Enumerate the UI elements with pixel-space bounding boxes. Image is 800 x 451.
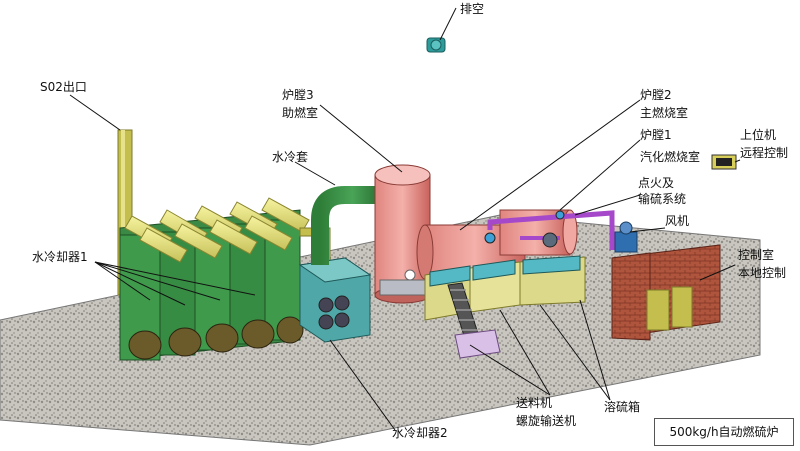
label-ignition: 点火及 [638, 176, 675, 190]
ignition-sulfur-system [484, 210, 615, 250]
label-afterburner: 助燃室 [282, 106, 319, 120]
sulfur-melting-tanks [424, 255, 586, 321]
diagram-caption: 500kg/h自动燃硫炉 [654, 418, 794, 446]
label-host-pc: 上位机 [740, 128, 777, 142]
label-water-jacket: 水冷套 [272, 150, 309, 164]
label-furnace-3: 炉膛3 [282, 88, 314, 102]
label-so2-outlet: S02出口 [40, 80, 87, 94]
water-jacket-pipe [311, 186, 385, 265]
vent-valve [426, 37, 446, 53]
water-cooler-2 [298, 257, 372, 343]
label-main-chamber: 主燃烧室 [640, 106, 689, 120]
leader-lines [69, 7, 741, 431]
label-melting-tank: 溶硫箱 [604, 400, 641, 414]
label-vent: 排空 [460, 2, 485, 16]
label-furnace-1: 炉膛1 [640, 128, 672, 142]
label-local-control: 本地控制 [738, 266, 787, 280]
label-fan: 风机 [665, 214, 690, 228]
water-cooler-1 [119, 197, 331, 361]
label-sulfur-feed: 输硫系统 [638, 192, 687, 206]
label-remote-control: 远程控制 [740, 146, 789, 160]
label-vapor-chamber: 汽化燃烧室 [640, 150, 701, 164]
fan [614, 221, 638, 253]
host-computer [711, 154, 737, 170]
feeder-screw-conveyor [447, 282, 501, 359]
label-cooler-2: 水冷却器2 [392, 426, 448, 440]
label-screw-conveyor: 螺旋输送机 [516, 414, 577, 428]
label-furnace-2: 炉膛2 [640, 88, 672, 102]
control-room [611, 244, 721, 341]
label-cooler-1: 水冷却器1 [32, 250, 88, 264]
label-control-room: 控制室 [738, 248, 775, 262]
label-feeder: 送料机 [516, 396, 553, 410]
